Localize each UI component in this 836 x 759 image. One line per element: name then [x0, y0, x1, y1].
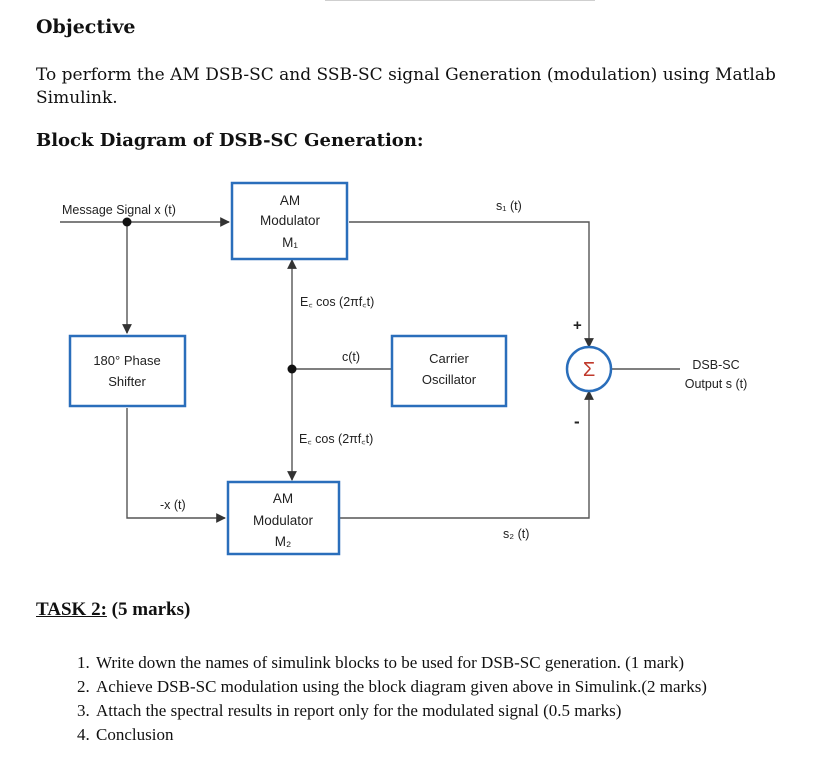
- list-item: Achieve DSB-SC modulation using the bloc…: [94, 675, 836, 699]
- top-divider: [325, 0, 595, 1]
- page-title: Objective: [36, 16, 136, 38]
- m1-label-line3: M₁: [282, 235, 298, 250]
- task-heading: TASK 2: (5 marks): [36, 599, 190, 621]
- list-item: Write down the names of simulink blocks …: [94, 651, 836, 675]
- minus-sign: -: [574, 412, 580, 431]
- wire-s1: [349, 221, 594, 348]
- m2-label-line1: AM: [273, 491, 293, 506]
- shifter-label-line1: 180° Phase: [93, 353, 160, 368]
- wire-s2: [339, 390, 594, 519]
- m1-label-line1: AM: [280, 193, 300, 208]
- junction-dot-message: [122, 217, 132, 227]
- plus-sign: +: [573, 317, 582, 334]
- dsb-sc-block-diagram: AM Modulator M₁ 180° Phase Shifter Carri…: [60, 181, 748, 556]
- task-list: Write down the names of simulink blocks …: [36, 651, 836, 747]
- neg-x-label: -x (t): [160, 498, 186, 512]
- sum-symbol: Σ: [583, 359, 595, 381]
- ec-cos-bottom-label: E꜀ cos (2πf꜀t): [299, 432, 373, 446]
- carrier-oscillator-block: [390, 334, 508, 408]
- ec-cos-top-label: E꜀ cos (2πf꜀t): [300, 295, 374, 309]
- m2-label-line2: Modulator: [253, 513, 314, 528]
- am-modulator-2-block: [226, 480, 341, 556]
- ct-label: c(t): [342, 350, 360, 364]
- carrier-label-line1: Carrier: [429, 351, 469, 366]
- summer-block: [565, 345, 613, 393]
- diagram-heading: Block Diagram of DSB-SC Generation:: [36, 130, 424, 151]
- list-item: Conclusion: [94, 723, 836, 747]
- output-label-line1: DSB-SC: [692, 358, 739, 372]
- task-marks: (5 marks): [106, 599, 191, 620]
- wire-shifter-to-m2: [126, 408, 226, 523]
- s1-label: s₁ (t): [496, 199, 522, 213]
- junction-dot-carrier: [287, 364, 297, 374]
- m1-label-line2: Modulator: [260, 213, 321, 228]
- m2-label-line3: M₂: [275, 534, 292, 549]
- list-item: Attach the spectral results in report on…: [94, 699, 836, 723]
- task-label: TASK 2:: [36, 599, 107, 620]
- shifter-label-line2: Shifter: [108, 374, 146, 389]
- message-signal-label: Message Signal x (t): [62, 203, 176, 217]
- carrier-label-line2: Oscillator: [422, 372, 477, 387]
- output-label-line2: Output s (t): [685, 377, 748, 391]
- am-modulator-1-block: [230, 181, 349, 261]
- objective-paragraph: To perform the AM DSB-SC and SSB-SC sign…: [36, 65, 776, 108]
- phase-shifter-block: [68, 334, 187, 408]
- s2-label: s₂ (t): [503, 527, 529, 541]
